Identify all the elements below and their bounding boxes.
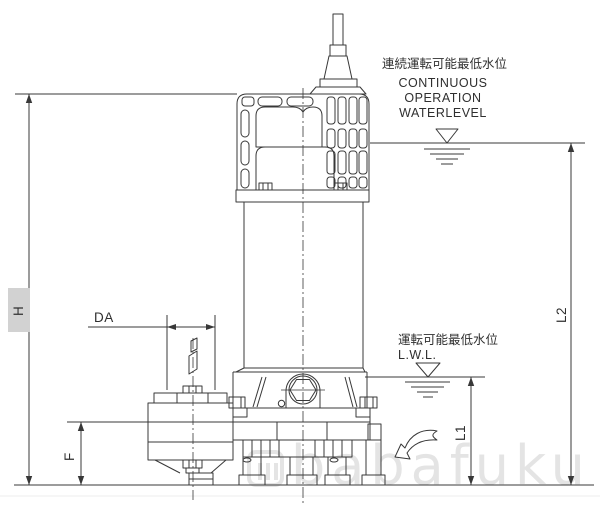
continuous-level-label-en2: OPERATION <box>404 91 481 105</box>
water-levels: 連続運転可能最低水位 CONTINUOUS OPERATION WATERLEV… <box>365 56 585 398</box>
dim-label-l1: L1 <box>453 425 468 441</box>
watermark-text: babafuku <box>291 434 591 497</box>
continuous-level-label-jp: 連続運転可能最低水位 <box>382 56 507 71</box>
motor-body <box>243 201 364 369</box>
dimension-l2: L2 <box>554 143 575 485</box>
water-level-icon <box>435 128 459 144</box>
strainer <box>242 439 353 458</box>
h-label-highlight <box>8 288 30 332</box>
lwl-label-abbr: L.W.L. <box>398 348 436 362</box>
cable-gland <box>309 13 367 95</box>
dim-label-da: DA <box>94 310 114 325</box>
continuous-level-label-en1: CONTINUOUS <box>398 76 487 90</box>
dimension-h: H <box>8 93 237 485</box>
continuous-operation-level: 連続運転可能最低水位 CONTINUOUS OPERATION WATERLEV… <box>370 56 585 165</box>
continuous-level-label-en3: WATERLEVEL <box>399 106 487 120</box>
watermark: babafuku <box>0 434 600 497</box>
dimension-l1: L1 <box>453 377 475 485</box>
dimension-f: F <box>62 421 370 485</box>
dimension-lines: H DA F L1 <box>8 93 594 486</box>
dim-label-f: F <box>62 452 77 461</box>
pipe-break-symbol <box>188 350 198 375</box>
dim-label-h: H <box>11 306 26 316</box>
water-level-icon <box>415 362 441 378</box>
dim-label-l2: L2 <box>554 307 569 323</box>
volute-housing <box>228 367 378 409</box>
lwl-label-jp: 運転可能最低水位 <box>398 332 498 347</box>
watermark-logo-bar <box>266 463 270 480</box>
watermark-logo-bar <box>274 463 278 480</box>
flow-direction-arrow-icon <box>394 429 438 460</box>
pump-outline <box>147 13 438 503</box>
dimension-da: DA <box>88 310 216 390</box>
pipe-break-symbol <box>190 337 198 353</box>
motor-flange <box>235 189 370 203</box>
lowest-operation-level: 運転可能最低水位 L.W.L. <box>365 332 498 398</box>
watermark-logo-bar <box>258 463 262 480</box>
discharge-assembly <box>147 337 234 486</box>
